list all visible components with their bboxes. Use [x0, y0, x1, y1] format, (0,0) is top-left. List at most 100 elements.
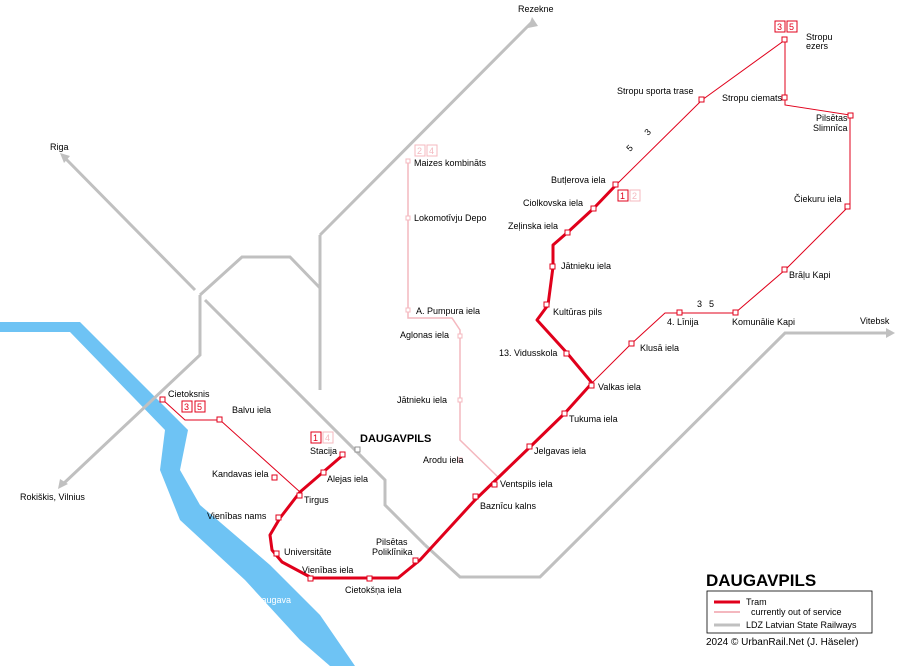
line-badges: 3 5 1 2 2 4 3 5 1 4 5 3 3 5 — [181, 20, 798, 444]
stop-alejas — [320, 469, 327, 476]
stop-linija — [676, 309, 683, 316]
stop-zelinska — [564, 229, 571, 236]
stop-kulturas-pils — [543, 301, 550, 308]
label-kandavas: Kandavas iela — [212, 469, 269, 479]
label-vienibas-iela: Vienības iela — [302, 565, 353, 575]
stop-vienibas-iela — [307, 575, 314, 582]
stop-jelgavas — [526, 443, 533, 450]
label-bralu-kapi: Brāļu Kapi — [789, 270, 831, 280]
label-universitate: Universitāte — [284, 547, 332, 557]
svg-text:3: 3 — [184, 402, 189, 412]
label-pilsetas-slimnica-2: Slimnīca — [813, 123, 848, 133]
label-jelgavas: Jelgavas iela — [534, 446, 586, 456]
label-lokomotivju: Lokomotīvju Depo — [414, 213, 487, 223]
stop-ciolkovska — [590, 205, 597, 212]
stop-butlerova — [612, 181, 619, 188]
stop-jatnieku-w — [457, 397, 463, 403]
label-cietoksnis: Cietoksnis — [168, 389, 210, 399]
stop-tukuma — [561, 410, 568, 417]
stop-universitate — [273, 550, 280, 557]
stop-jatnieku-e — [549, 263, 556, 270]
label-stacija: Stacija — [310, 446, 337, 456]
direction-line-5-komunalie: 5 — [709, 299, 714, 309]
label-ciekuru: Čiekuru iela — [794, 194, 842, 204]
label-vidusskola: 13. Vidusskola — [499, 348, 557, 358]
label-jatnieku-w: Jātnieku iela — [397, 395, 447, 405]
label-valkas: Valkas iela — [598, 382, 641, 392]
badge-line-4-station: 4 — [322, 431, 334, 444]
label-stropu-ciemats: Stropu ciemats — [722, 93, 783, 103]
stop-cietoksna — [366, 575, 373, 582]
label-stropu-ezers-1: Stropu — [806, 32, 833, 42]
direction-vitebsk: Vitebsk — [860, 316, 890, 326]
stop-pilsetas-poliklinika — [412, 557, 419, 564]
label-kulturas-pils: Kultūras pils — [553, 307, 603, 317]
stop-klusa — [628, 340, 635, 347]
svg-text:5: 5 — [789, 22, 794, 32]
stop-arodu — [457, 457, 463, 463]
direction-line-3-komunalie: 3 — [697, 299, 702, 309]
direction-line-3-5: 5 — [624, 143, 635, 154]
label-ventspils: Ventspils iela — [500, 479, 553, 489]
label-zelinska: Zeļinska iela — [508, 221, 558, 231]
label-pilsetas-poliklinika-2: Poliklīnika — [372, 547, 413, 557]
stop-balvu — [216, 416, 223, 423]
stop-cietoksnis — [159, 396, 166, 403]
svg-text:1: 1 — [313, 433, 318, 443]
stop-valkas — [588, 382, 595, 389]
badge-line-5-ne: 5 — [786, 20, 798, 33]
svg-text:5: 5 — [197, 402, 202, 412]
svg-text:2: 2 — [632, 191, 637, 201]
label-alejas: Alejas iela — [327, 474, 368, 484]
label-tirgus: Tirgus — [304, 495, 329, 505]
stop-stropu-ciemats — [781, 94, 788, 101]
stop-bralu-kapi — [781, 266, 788, 273]
stop-pilsetas-slimnica — [847, 112, 854, 119]
label-aglonas: Aglonas iela — [400, 330, 449, 340]
stop-ciekuru — [844, 203, 851, 210]
stop-komunalie-kapi — [732, 309, 739, 316]
svg-text:2: 2 — [417, 146, 422, 156]
label-stropu-ezers-2: ezers — [806, 41, 829, 51]
legend-tram-label: Tram — [746, 597, 767, 607]
label-balvu: Balvu iela — [232, 405, 271, 415]
direction-rezekne: Rezekne — [518, 4, 554, 14]
station-labels: Stropu ezers Stropu sporta trase Stropu … — [168, 32, 848, 595]
badge-line-4-n: 4 — [426, 144, 438, 157]
stop-maizes — [405, 158, 411, 164]
railways — [58, 17, 895, 579]
label-maizes: Maizes kombināts — [414, 158, 487, 168]
copyright: 2024 © UrbanRail.Net (J. Häseler) — [706, 637, 858, 648]
badge-line-5-w: 5 — [194, 400, 206, 413]
city-label: DAUGAVPILS — [360, 433, 431, 445]
label-linija: 4. Līnija — [667, 317, 699, 327]
map-title: DAUGAVPILS — [706, 571, 816, 590]
tram-branch-thin — [162, 39, 851, 493]
tram-stops — [159, 36, 854, 582]
river-label: Daugava — [255, 595, 291, 605]
tram-line-out-of-service — [407, 160, 499, 478]
badge-line-2-n: 2 — [414, 144, 426, 157]
label-komunalie-kapi: Komunālie Kapi — [732, 317, 795, 327]
stop-pumpura — [405, 307, 411, 313]
svg-text:4: 4 — [429, 146, 434, 156]
direction-line-3: 3 — [642, 127, 653, 138]
badge-line-1-e: 1 — [617, 189, 629, 202]
daugavpils-station-marker — [354, 446, 361, 453]
stop-stropu-sporta-trase — [698, 96, 705, 103]
stop-kandavas — [271, 474, 278, 481]
stop-lokomotivju — [405, 215, 411, 221]
label-klusa: Klusā iela — [640, 343, 679, 353]
label-pumpura: A. Pumpura iela — [416, 306, 480, 316]
badge-line-1-station: 1 — [310, 431, 322, 444]
label-vienibas-nams: Vienības nams — [207, 511, 267, 521]
direction-rokiskis: Rokiškis, Vilnius — [20, 492, 85, 502]
label-tukuma: Tukuma iela — [569, 414, 618, 424]
svg-text:3: 3 — [777, 22, 782, 32]
label-ciolkovska: Ciolkovska iela — [523, 198, 583, 208]
badge-line-3-ne: 3 — [774, 20, 786, 33]
label-jatnieku-e: Jātnieku iela — [561, 261, 611, 271]
badge-line-3-w: 3 — [181, 400, 193, 413]
label-baznicu-kalns: Baznīcu kalns — [480, 501, 537, 511]
